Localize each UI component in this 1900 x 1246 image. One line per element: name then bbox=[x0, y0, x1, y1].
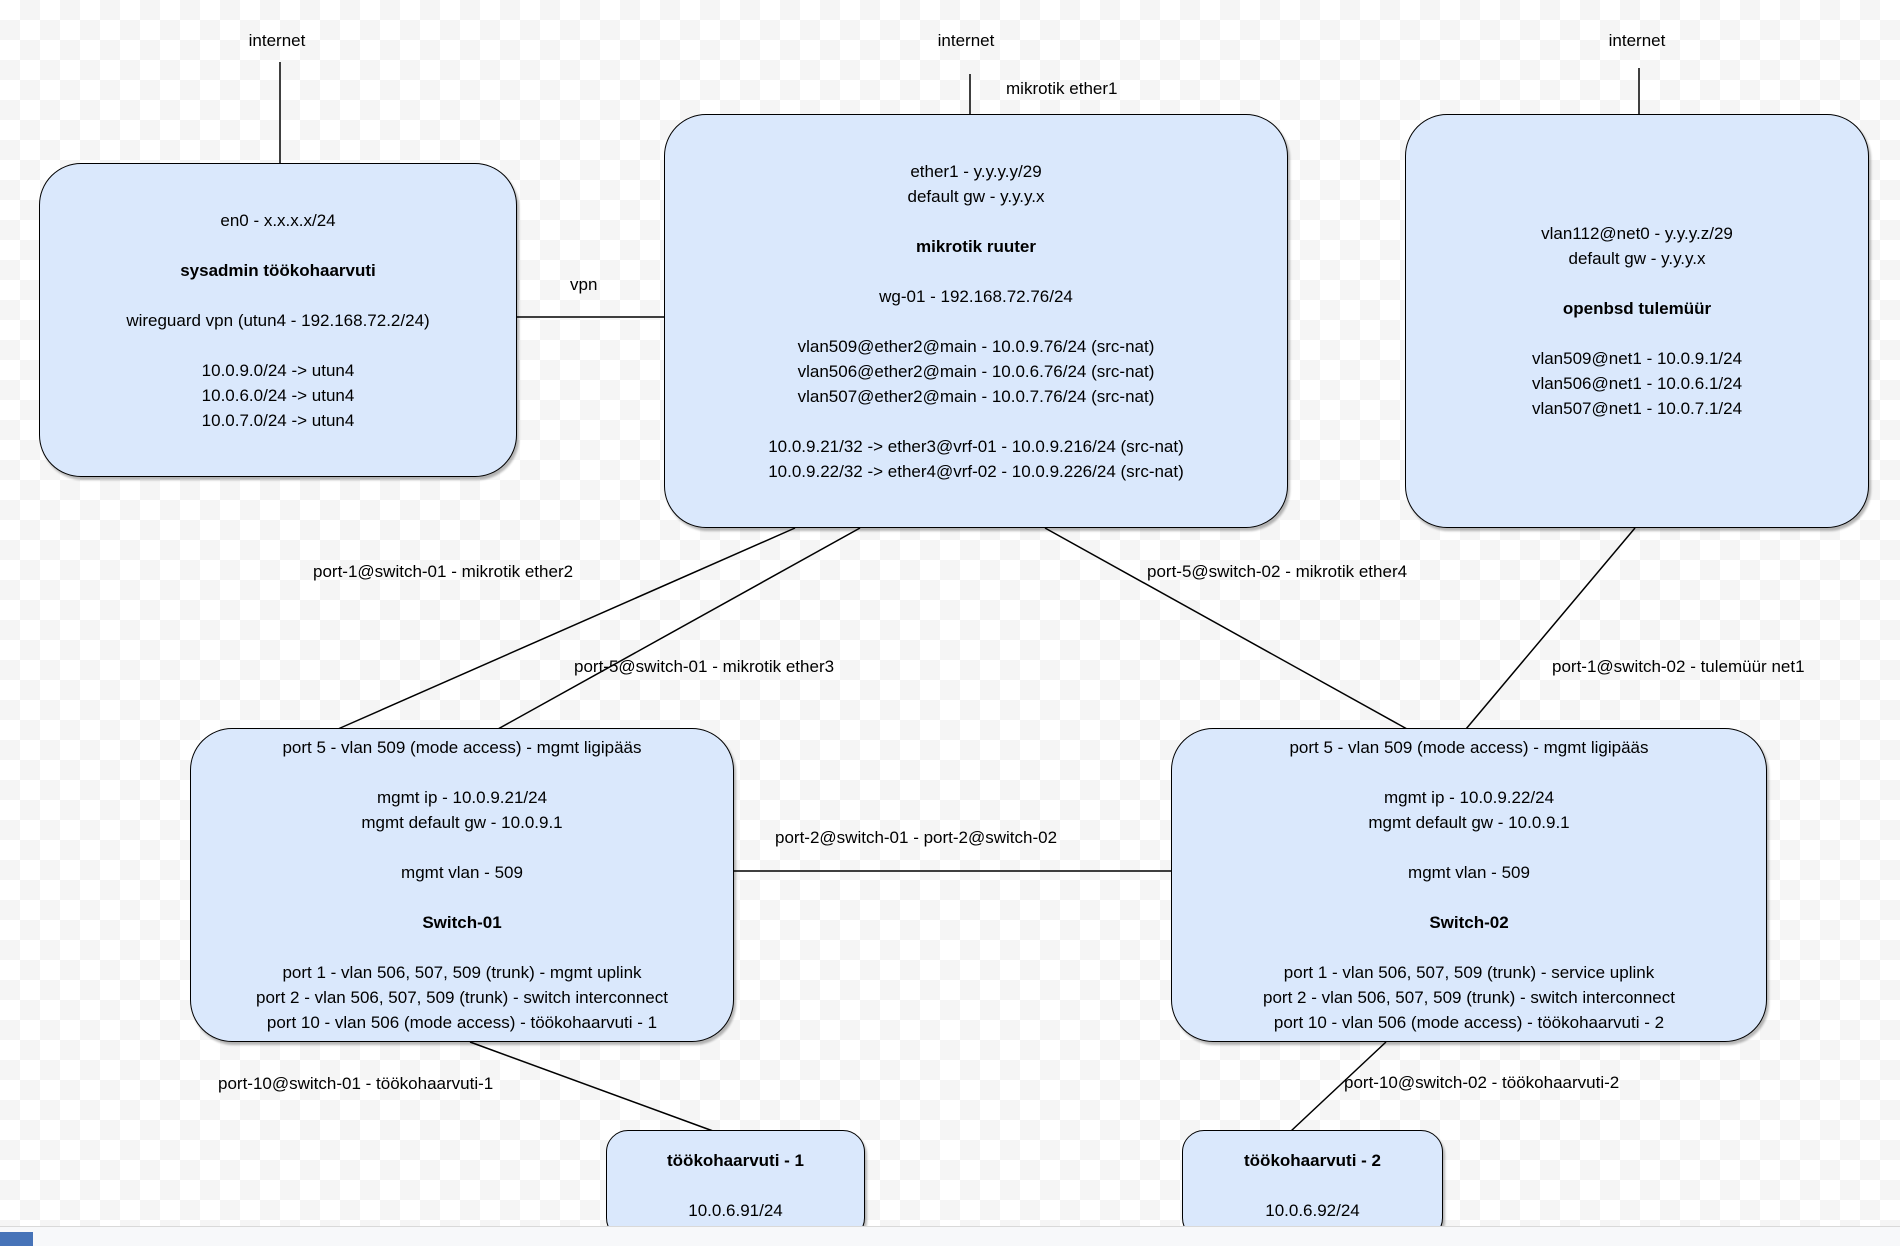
edge-label-switch01-ether3[interactable]: port-5@switch-01 - mikrotik ether3 bbox=[574, 657, 835, 676]
edge-label-switch01-ether2[interactable]: port-1@switch-01 - mikrotik ether2 bbox=[313, 562, 574, 581]
node-text-line: en0 - x.x.x.x/24 bbox=[220, 210, 336, 230]
node-text-line: mgmt default gw - 10.0.9.1 bbox=[1368, 813, 1570, 832]
node-text-line: 10.0.6.92/24 bbox=[1265, 1200, 1360, 1220]
node-text-line: vlan507@ether2@main - 10.0.7.76/24 (src-… bbox=[797, 386, 1155, 406]
node-text-line: ether1 - y.y.y.y/29 bbox=[910, 161, 1042, 181]
node-openbsd-firewall[interactable]: vlan112@net0 - y.y.y.z/29 default gw - y.… bbox=[1405, 114, 1869, 528]
node-text-line: mikrotik ruuter bbox=[916, 236, 1036, 256]
edge-label-switch02-net1[interactable]: port-1@switch-02 - tulemüür net1 bbox=[1552, 657, 1805, 676]
node-text-line: port 2 - vlan 506, 507, 509 (trunk) - sw… bbox=[256, 988, 668, 1007]
edge-switch02-net1[interactable] bbox=[1465, 527, 1636, 730]
node-text-line: port 2 - vlan 506, 507, 509 (trunk) - sw… bbox=[1263, 988, 1675, 1007]
edge-label-mikrotik-ether1[interactable]: mikrotik ether1 bbox=[1006, 79, 1118, 98]
node-text-line: sysadmin töökohaarvuti bbox=[180, 260, 376, 280]
node-text-line: vlan507@net1 - 10.0.7.1/24 bbox=[1531, 399, 1743, 418]
edge-label-internet-2[interactable]: internet bbox=[937, 31, 995, 50]
node-text-line: default gw - y.y.y.x bbox=[1568, 249, 1706, 268]
node-text-line: vlan506@net1 - 10.0.6.1/24 bbox=[1531, 374, 1743, 393]
node-text-line: töökohaarvuti - 2 bbox=[1244, 1150, 1381, 1170]
node-text-line: port 1 - vlan 506, 507, 509 (trunk) - se… bbox=[1283, 963, 1655, 982]
node-text-line: mgmt default gw - 10.0.9.1 bbox=[361, 813, 563, 832]
edge-label-internet-3[interactable]: internet bbox=[1608, 31, 1666, 50]
node-switch-02[interactable]: port 5 - vlan 509 (mode access) - mgmt l… bbox=[1171, 728, 1767, 1042]
node-text-line: Switch-02 bbox=[1429, 913, 1509, 932]
edge-label-switch-interconnect[interactable]: port-2@switch-01 - port-2@switch-02 bbox=[775, 828, 1058, 847]
node-text-line: töökohaarvuti - 1 bbox=[667, 1150, 804, 1170]
node-text-line: 10.0.6.91/24 bbox=[688, 1200, 783, 1220]
node-sysadmin-workstation[interactable]: en0 - x.x.x.x/24 sysadmin töökohaarvuti wi… bbox=[39, 163, 517, 477]
edge-switch01-ether3[interactable] bbox=[497, 527, 861, 730]
node-text-line: 10.0.9.0/24 -> utun4 bbox=[201, 360, 355, 380]
node-workstation-1[interactable]: töökohaarvuti - 1 10.0.6.91/24 bbox=[606, 1130, 865, 1240]
node-text-line: mgmt ip - 10.0.9.22/24 bbox=[1383, 788, 1555, 807]
node-text-line: port 1 - vlan 506, 507, 509 (trunk) - mg… bbox=[282, 963, 642, 982]
scrollbar-accent[interactable] bbox=[0, 1232, 33, 1246]
node-text-line: vlan112@net0 - y.y.y.z/29 bbox=[1541, 224, 1733, 243]
edge-switch01-workstation1[interactable] bbox=[469, 1041, 714, 1132]
node-text-line: vlan509@ether2@main - 10.0.9.76/24 (src-… bbox=[797, 336, 1155, 356]
node-workstation-2[interactable]: töökohaarvuti - 2 10.0.6.92/24 bbox=[1182, 1130, 1443, 1240]
node-text-line: port 10 - vlan 506 (mode access) - tööko… bbox=[266, 1013, 658, 1032]
node-switch-01[interactable]: port 5 - vlan 509 (mode access) - mgmt l… bbox=[190, 728, 734, 1042]
edge-label-internet-1[interactable]: internet bbox=[248, 31, 306, 50]
edge-switch02-workstation2[interactable] bbox=[1290, 1041, 1387, 1132]
edge-switch02-ether4[interactable] bbox=[1044, 527, 1408, 730]
node-text-line: Switch-01 bbox=[422, 913, 502, 932]
node-text-line: openbsd tulemüür bbox=[1562, 299, 1712, 318]
node-mikrotik-router[interactable]: ether1 - y.y.y.y/29 default gw - y.y.y.x m… bbox=[664, 114, 1288, 528]
node-text-line: port 10 - vlan 506 (mode access) - tööko… bbox=[1273, 1013, 1665, 1032]
edge-label-switch02-workstation2[interactable]: port-10@switch-02 - töökohaarvuti-2 bbox=[1344, 1073, 1620, 1092]
node-text-line: port 5 - vlan 509 (mode access) - mgmt l… bbox=[282, 738, 642, 757]
node-text-line: wg-01 - 192.168.72.76/24 bbox=[879, 286, 1073, 306]
node-text-line: mgmt vlan - 509 bbox=[401, 863, 523, 882]
edge-label-switch02-ether4[interactable]: port-5@switch-02 - mikrotik ether4 bbox=[1147, 562, 1408, 581]
node-text-line: port 5 - vlan 509 (mode access) - mgmt l… bbox=[1289, 738, 1649, 757]
node-text-line: default gw - y.y.y.x bbox=[907, 186, 1045, 206]
edge-label-switch01-workstation1[interactable]: port-10@switch-01 - töökohaarvuti-1 bbox=[218, 1074, 494, 1093]
edge-switch01-ether2[interactable] bbox=[337, 527, 796, 730]
node-text-line: mgmt ip - 10.0.9.21/24 bbox=[376, 788, 548, 807]
node-text-line: wireguard vpn (utun4 - 192.168.72.2/24) bbox=[126, 310, 430, 330]
node-text-line: 10.0.6.0/24 -> utun4 bbox=[201, 385, 355, 405]
node-text-line: 10.0.7.0/24 -> utun4 bbox=[201, 410, 355, 430]
node-text-line: 10.0.9.21/32 -> ether3@vrf-01 - 10.0.9.2… bbox=[768, 436, 1184, 456]
node-text-line: 10.0.9.22/32 -> ether4@vrf-02 - 10.0.9.2… bbox=[768, 461, 1184, 481]
edge-label-vpn[interactable]: vpn bbox=[570, 275, 598, 294]
node-text-line: vlan509@net1 - 10.0.9.1/24 bbox=[1531, 349, 1743, 368]
node-text-line: mgmt vlan - 509 bbox=[1408, 863, 1530, 882]
node-text-line: vlan506@ether2@main - 10.0.6.76/24 (src-… bbox=[797, 361, 1155, 381]
horizontal-scrollbar[interactable] bbox=[0, 1226, 1900, 1246]
